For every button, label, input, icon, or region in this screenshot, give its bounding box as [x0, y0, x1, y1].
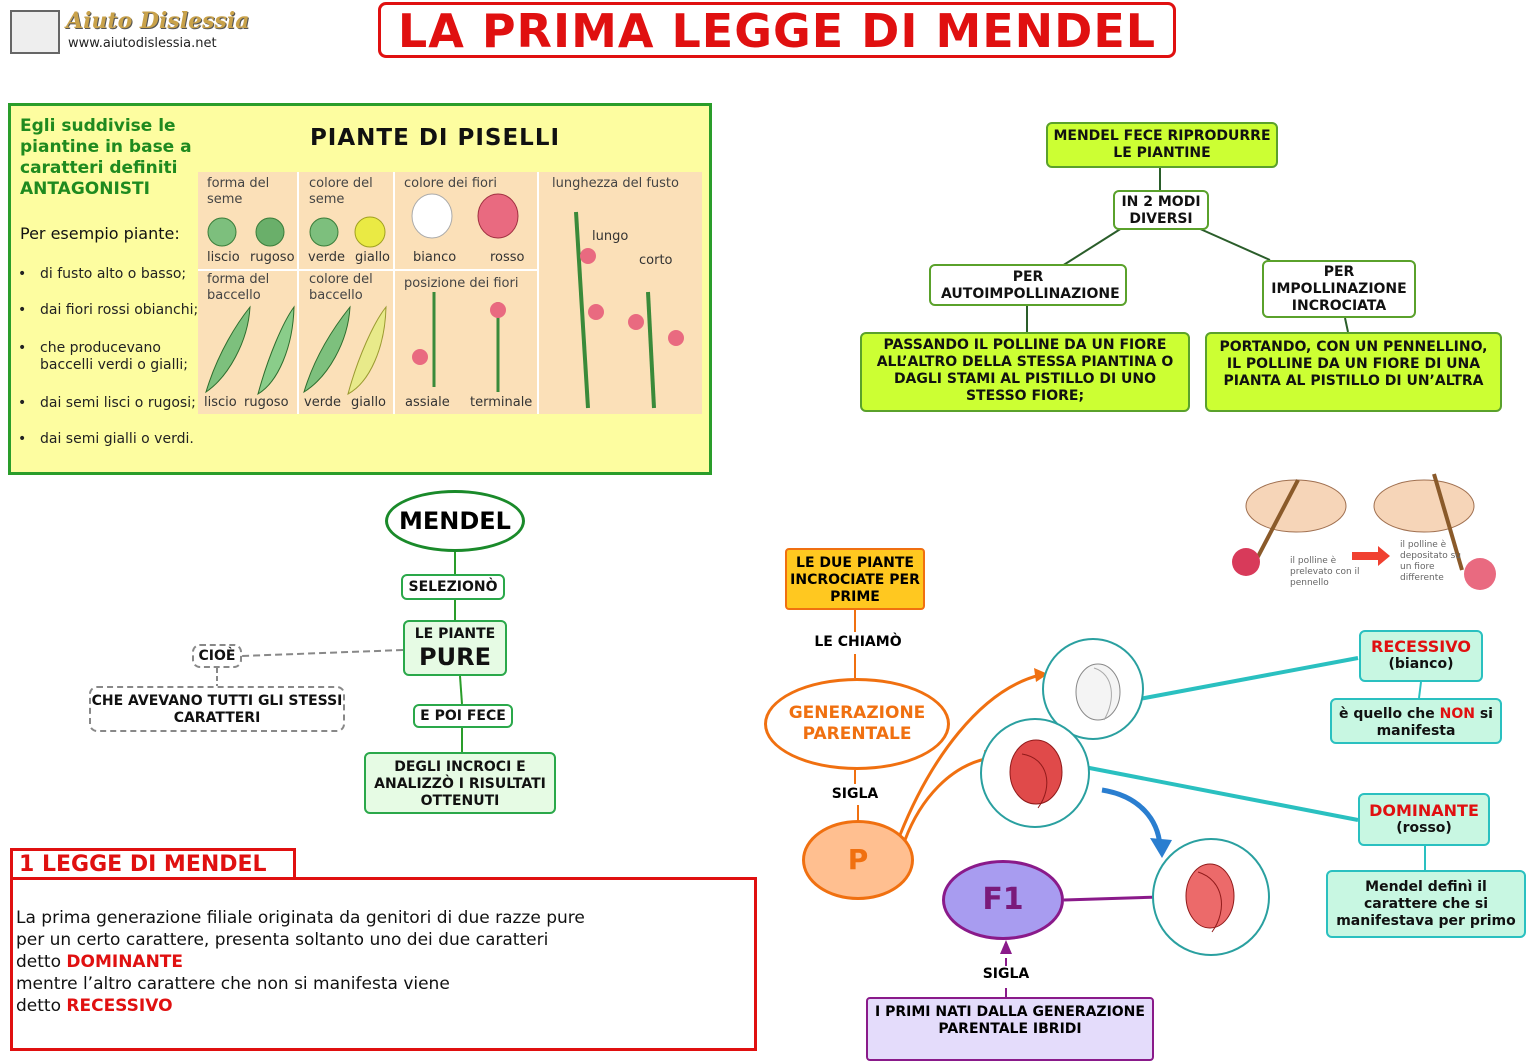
node-recessivo-desc: è quello che NON si manifesta [1330, 698, 1502, 744]
node-impollinazione-incrociata: PER IMPOLLINAZIONE INCROCIATA [1262, 260, 1416, 318]
node-primi-nati: I PRIMI NATI DALLA GENERAZIONE PARENTALE… [866, 997, 1154, 1061]
label-giallo-baccello: giallo [351, 395, 387, 410]
node-dominante-desc: Mendel definì il carattere che si manife… [1326, 870, 1526, 938]
node-mendel: MENDEL [385, 490, 525, 552]
node-recessivo: RECESSIVO (bianco) [1359, 630, 1483, 682]
node-cioè: CIOÈ [192, 644, 242, 668]
f1-flower-circle [1152, 838, 1270, 956]
node-auto-desc: PASSANDO IL POLLINE DA UN FIORE ALL’ALTR… [860, 332, 1190, 412]
node-selezionò: SELEZIONÒ [401, 574, 505, 600]
label-recessivo: RECESSIVO [1371, 637, 1471, 656]
hands-left-caption: il polline è prelevato con il pennello [1290, 556, 1360, 588]
node-stessi-caratteri: CHE AVEVANO TUTTI GLI STESSI CARATTERI [89, 686, 345, 732]
piselli-title: PIANTE DI PISELLI [309, 125, 561, 151]
legge-recessivo: RECESSIVO [66, 996, 173, 1016]
node-mendel-fece: MENDEL FECE RIPRODURRE LE PIANTINE [1046, 122, 1278, 168]
hands-brush-illustration: il polline è prelevato con il pennello i… [1228, 470, 1504, 598]
label-liscio-baccello: liscio [204, 395, 237, 410]
list-item: •dai fiori rossi obianchi; [18, 302, 199, 318]
label-le-chiamò: LE CHIAMÒ [814, 634, 902, 650]
label-terminale: terminale [470, 395, 533, 410]
label-colore-seme: colore del seme [309, 176, 373, 207]
node-incro-desc: PORTANDO, CON UN PENNELLINO, IL POLLINE … [1205, 332, 1502, 412]
node-pure: PURE [419, 643, 491, 671]
label-bianco: (bianco) [1388, 656, 1454, 672]
list-item: •dai semi lisci o rugosi; [18, 395, 196, 411]
logo-url: www.aiutodislessia.net [68, 36, 217, 51]
label-lunghezza-fusto: lunghezza del fusto [552, 176, 679, 191]
label-rugoso-baccello: rugoso [244, 395, 289, 410]
piselli-example: Per esempio piante: [20, 224, 180, 243]
node-e-poi-fece: E POI FECE [413, 704, 513, 728]
logo-book-icon [10, 10, 60, 54]
label-lungo: lungo [592, 229, 629, 244]
red-flower-circle [980, 718, 1090, 828]
label-liscio: liscio [207, 250, 240, 265]
label-sigla-f1: SIGLA [982, 966, 1030, 982]
label-rosso: rosso [490, 250, 525, 265]
label-forma-baccello: forma del baccello [207, 272, 270, 303]
label-posizione-fiori: posizione dei fiori [404, 276, 519, 291]
piselli-intro: Egli suddivise le piantine in base a car… [20, 116, 192, 199]
legge-box [10, 877, 757, 1051]
node-due-piante: LE DUE PIANTE INCROCIATE PER PRIME [785, 548, 925, 610]
legge-title: 1 LEGGE DI MENDEL [10, 848, 296, 880]
node-le-piante: LE PIANTE [414, 626, 496, 642]
label-colore-baccello: colore del baccello [309, 272, 373, 303]
label-dominante: DOMINANTE [1369, 801, 1479, 820]
legge-text: La prima generazione filiale originata d… [16, 908, 585, 1016]
node-generazione-parentale: GENERAZIONE PARENTALE [764, 678, 950, 770]
label-bianco: bianco [413, 250, 457, 265]
page-title: LA PRIMA LEGGE DI MENDEL [378, 2, 1176, 58]
logo-name: Aiuto Dislessia [66, 8, 250, 34]
hands-right-caption: il polline è depositato su un fiore diff… [1400, 540, 1461, 583]
label-giallo: giallo [355, 250, 391, 265]
list-item: •dai semi gialli o verdi. [18, 431, 194, 447]
list-item: •che producevano baccelli verdi o gialli… [18, 340, 188, 373]
label-assiale: assiale [405, 395, 450, 410]
node-autoimpollinazione: PER AUTOIMPOLLINAZIONE [929, 264, 1127, 306]
pea-traits-illustration: forma del seme liscio rugoso colore del … [198, 172, 702, 414]
label-colore-fiori: colore dei fiori [404, 176, 497, 191]
label-corto: corto [639, 253, 673, 268]
label-sigla-p: SIGLA [831, 786, 879, 802]
label-rosso: (rosso) [1396, 820, 1452, 836]
label-verde: verde [308, 250, 346, 265]
node-f1: F1 [942, 860, 1064, 940]
label-verde-baccello: verde [304, 395, 342, 410]
list-item: •di fusto alto o basso; [18, 266, 187, 282]
label-rugoso: rugoso [250, 250, 295, 265]
legge-dominante: DOMINANTE [66, 952, 184, 972]
node-incroci: DEGLI INCROCI E ANALIZZÒ I RISULTATI OTT… [364, 752, 556, 814]
label-forma-seme: forma del seme [207, 176, 270, 207]
node-dominante: DOMINANTE (rosso) [1358, 793, 1490, 846]
node-p: P [802, 820, 914, 900]
node-piante-pure: LE PIANTE PURE [403, 620, 507, 676]
node-due-modi: IN 2 MODI DIVERSI [1113, 190, 1209, 230]
